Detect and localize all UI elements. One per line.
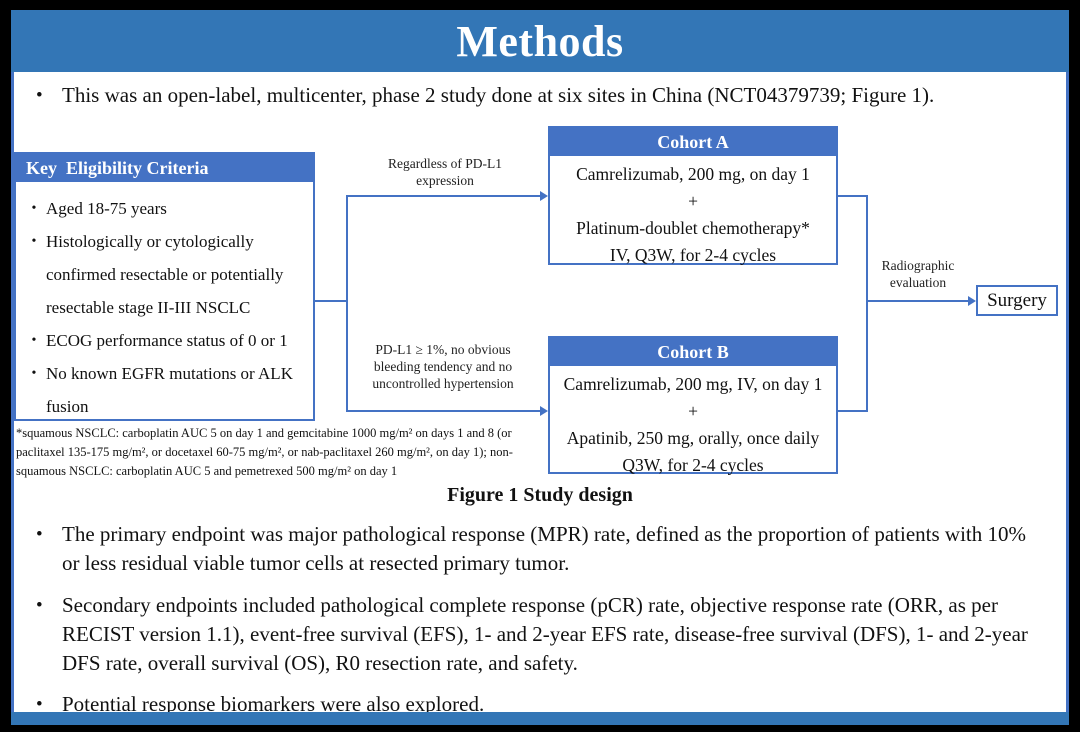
cohort-b-header: Cohort B: [550, 338, 836, 366]
bullet-icon: •: [31, 201, 37, 216]
figure-caption: Figure 1 Study design: [447, 484, 633, 506]
bullet-icon: •: [36, 85, 43, 106]
list-item: • Histologically or cytologically confir…: [22, 225, 309, 324]
cohort-a-box: Cohort A Camrelizumab, 200 mg, on day 1 …: [548, 126, 838, 265]
connector-line: [346, 195, 348, 412]
eligibility-list: • Aged 18-75 years • Histologically or c…: [16, 182, 313, 423]
surgery-box: Surgery: [976, 285, 1058, 316]
cohort-b-line: Q3W, for 2-4 cycles: [622, 455, 764, 475]
eligibility-header: Key Eligibility Criteria: [16, 154, 313, 182]
cohort-b-arrow-label: PD-L1 ≥ 1%, no obvious bleeding tendency…: [372, 342, 514, 391]
eligibility-box: Key Eligibility Criteria • Aged 18-75 ye…: [14, 152, 315, 421]
connector-line: [838, 410, 868, 412]
page-title: Methods: [456, 16, 624, 66]
bullet-icon: •: [31, 234, 37, 249]
secondary-endpoints-text: Secondary endpoints included pathologica…: [62, 593, 1028, 675]
cohort-b-line: Camrelizumab, 200 mg, IV, on day 1: [563, 374, 823, 394]
cohort-a-line: Platinum-doublet chemotherapy*: [576, 218, 810, 238]
bullet-icon: •: [31, 366, 37, 381]
connector-line: [346, 410, 540, 412]
cohort-b-body: Camrelizumab, 200 mg, IV, on day 1 + Apa…: [550, 366, 836, 479]
plus-sign: +: [688, 191, 698, 211]
list-item: • No known EGFR mutations or ALK fusion: [22, 357, 309, 423]
bullet-icon: •: [36, 524, 43, 545]
arrowhead-icon: [968, 296, 976, 306]
figure-footnote: *squamous NSCLC: carboplatin AUC 5 on da…: [16, 426, 513, 478]
cohort-a-body: Camrelizumab, 200 mg, on day 1 + Platinu…: [550, 156, 836, 269]
cohort-b-line: Apatinib, 250 mg, orally, once daily: [566, 428, 820, 448]
slide-footer-bar: [11, 712, 1069, 725]
bullet-icon: •: [31, 333, 37, 348]
cohort-a-line: Camrelizumab, 200 mg, on day 1: [576, 164, 810, 184]
connector-line: [838, 195, 868, 197]
plus-sign: +: [688, 401, 698, 421]
cohort-a-header: Cohort A: [550, 128, 836, 156]
surgery-label: Surgery: [987, 289, 1047, 311]
radiographic-evaluation-label: Radiographic evaluation: [881, 258, 955, 290]
cohort-a-line: IV, Q3W, for 2-4 cycles: [609, 245, 777, 265]
cohort-a-arrow-label: Regardless of PD-L1 expression: [388, 156, 502, 188]
connector-line: [346, 195, 540, 197]
arrowhead-icon: [540, 191, 548, 201]
connector-line: [315, 300, 348, 302]
secondary-endpoints-bullet: • Secondary endpoints included pathologi…: [36, 591, 1046, 678]
connector-line: [866, 195, 868, 412]
bullet-icon: •: [36, 595, 43, 616]
cohort-b-box: Cohort B Camrelizumab, 200 mg, IV, on da…: [548, 336, 838, 475]
list-item: • ECOG performance status of 0 or 1: [22, 324, 309, 357]
slide-header-bar: Methods: [11, 10, 1069, 72]
bullet-icon: •: [36, 694, 43, 715]
primary-endpoint-bullet: • The primary endpoint was major patholo…: [36, 520, 1046, 578]
list-item: • Aged 18-75 years: [22, 192, 309, 225]
intro-bullet-text: This was an open-label, multicenter, pha…: [62, 83, 935, 107]
intro-bullet: • This was an open-label, multicenter, p…: [36, 81, 1044, 110]
connector-line: [866, 300, 968, 302]
arrowhead-icon: [540, 406, 548, 416]
primary-endpoint-text: The primary endpoint was major pathologi…: [62, 522, 1027, 575]
